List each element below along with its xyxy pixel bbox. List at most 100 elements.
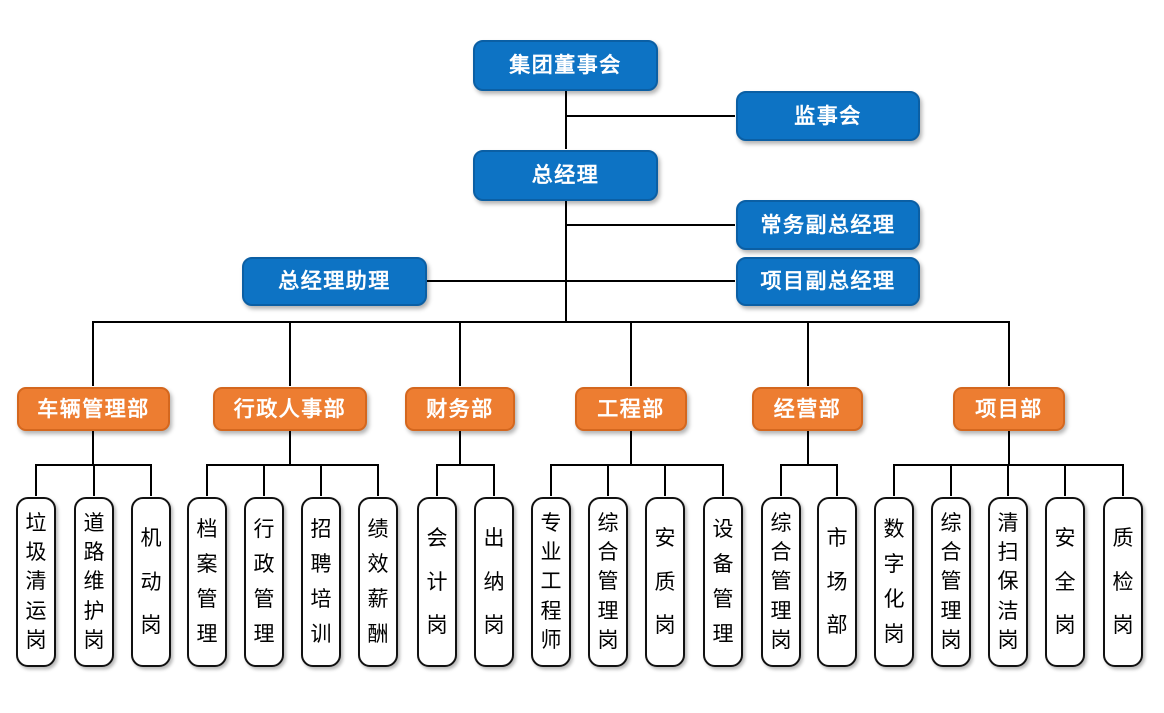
connector-line: [206, 464, 378, 466]
dept-vehicle-management-label: 车辆管理部: [37, 396, 150, 421]
connector-line: [459, 321, 461, 387]
post-char: 训: [310, 622, 332, 646]
post-char: 理: [196, 622, 218, 646]
org-node-post-digitalization: 数字化岗: [874, 497, 914, 667]
org-node-dept-project: 项目部: [953, 387, 1065, 431]
org-node-dept-engineering: 工程部: [575, 387, 687, 431]
post-char: 市: [826, 525, 848, 550]
org-node-project-deputy-gm: 项目副总经理: [736, 257, 920, 306]
post-char: 洁: [997, 598, 1019, 623]
org-node-executive-deputy-gm: 常务副总经理: [736, 200, 920, 250]
connector-line: [1064, 464, 1066, 497]
connector-line: [565, 115, 736, 117]
post-char: 岗: [770, 627, 792, 652]
post-char: 管: [597, 569, 619, 594]
post-char: 理: [597, 598, 619, 623]
org-node-supervisory-board: 监事会: [736, 91, 920, 141]
post-char: 岗: [997, 627, 1019, 652]
post-char: 合: [940, 540, 962, 565]
post-char: 岗: [883, 622, 905, 646]
org-node-dept-vehicle-management: 车辆管理部: [17, 387, 170, 431]
post-char: 保: [997, 569, 1019, 594]
gm-assistant-label: 总经理助理: [278, 269, 391, 293]
post-char: 岗: [83, 627, 105, 652]
org-node-post-quality-inspection: 质检岗: [1103, 497, 1143, 667]
post-char: 计: [426, 569, 448, 594]
post-char: 薪: [367, 587, 389, 611]
connector-line: [263, 464, 265, 497]
post-char: 安: [1054, 525, 1076, 550]
connector-line: [836, 464, 838, 497]
post-char: 专: [540, 511, 562, 536]
org-node-post-performance-compensation: 绩效薪酬: [358, 497, 398, 667]
connector-line: [780, 464, 782, 497]
post-char: 岗: [25, 627, 47, 652]
post-char: 绩: [367, 517, 389, 541]
post-char: 备: [712, 552, 734, 576]
org-node-general-manager: 总经理: [473, 150, 658, 201]
org-node-post-garbage-removal: 垃圾清运岗: [16, 497, 56, 667]
org-node-post-professional-engineer: 专业工程师: [531, 497, 571, 667]
post-char: 运: [25, 598, 47, 623]
org-node-post-road-maintenance: 道路维护岗: [74, 497, 114, 667]
post-char: 综: [597, 511, 619, 536]
post-char: 岗: [483, 613, 505, 638]
connector-line: [607, 464, 609, 497]
post-char: 安: [654, 525, 676, 550]
dept-finance-label: 财务部: [426, 396, 494, 421]
connector-line: [780, 464, 837, 466]
post-char: 动: [140, 569, 162, 594]
post-char: 理: [712, 622, 734, 646]
post-char: 机: [140, 525, 162, 550]
post-char: 岗: [654, 613, 676, 638]
post-char: 圾: [25, 540, 47, 565]
connector-line: [893, 464, 895, 497]
post-char: 师: [540, 627, 562, 652]
post-char: 理: [770, 598, 792, 623]
post-char: 管: [253, 587, 275, 611]
connector-line: [565, 200, 567, 322]
org-node-dept-admin-hr: 行政人事部: [213, 387, 367, 431]
post-char: 管: [940, 569, 962, 594]
org-node-post-administration: 行政管理: [244, 497, 284, 667]
org-node-post-archives-management: 档案管理: [187, 497, 227, 667]
connector-line: [436, 464, 494, 466]
connector-line: [289, 321, 291, 387]
connector-line: [1122, 464, 1124, 497]
org-node-post-market: 市场部: [817, 497, 857, 667]
dept-operations-label: 经营部: [773, 396, 842, 421]
board-of-directors-label: 集团董事会: [509, 53, 622, 77]
executive-deputy-gm-label: 常务副总经理: [760, 212, 896, 237]
post-char: 效: [367, 552, 389, 576]
post-char: 护: [83, 598, 105, 623]
org-node-post-equipment-management: 设备管理: [703, 497, 743, 667]
post-char: 工: [540, 569, 562, 594]
org-node-post-safety: 安全岗: [1045, 497, 1085, 667]
connector-line: [565, 224, 736, 226]
connector-line: [1007, 464, 1009, 497]
post-char: 酬: [367, 622, 389, 646]
connector-line: [320, 464, 322, 497]
org-node-post-safety-quality: 安质岗: [645, 497, 685, 667]
post-char: 场: [826, 569, 848, 594]
org-node-board-of-directors: 集团董事会: [473, 40, 658, 91]
post-char: 字: [883, 552, 905, 576]
post-char: 程: [540, 598, 562, 623]
post-char: 岗: [1054, 613, 1076, 638]
connector-line: [92, 321, 1009, 323]
post-char: 管: [770, 569, 792, 594]
post-char: 理: [253, 622, 275, 646]
post-char: 聘: [310, 552, 332, 576]
connector-line: [630, 321, 632, 387]
supervisory-board-label: 监事会: [794, 103, 862, 128]
post-char: 道: [83, 511, 105, 536]
project-deputy-gm-label: 项目副总经理: [760, 269, 896, 293]
connector-line: [722, 464, 724, 497]
post-char: 清: [25, 569, 47, 594]
general-manager-label: 总经理: [531, 163, 600, 187]
post-char: 纳: [483, 569, 505, 594]
org-node-post-general-management-project: 综合管理岗: [931, 497, 971, 667]
connector-line: [1008, 430, 1010, 465]
post-char: 全: [1054, 569, 1076, 594]
